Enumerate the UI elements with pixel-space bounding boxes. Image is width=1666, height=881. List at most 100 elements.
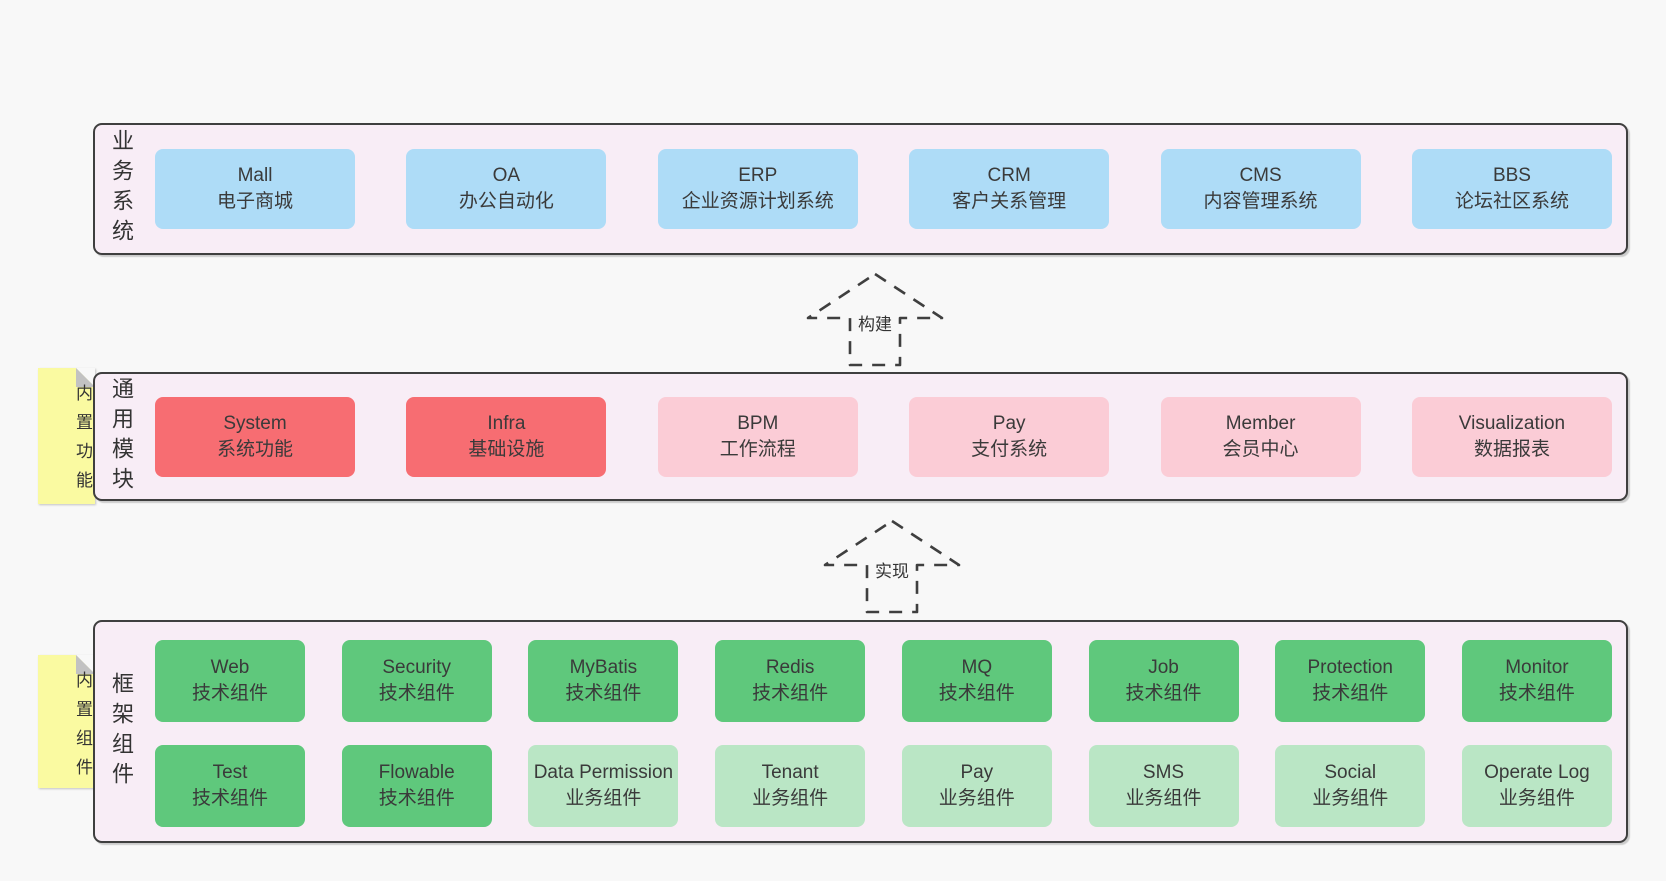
tech-components-row: Web 技术组件 Security 技术组件 MyBatis 技术组件 Redi… <box>155 640 1612 722</box>
box-subtitle: 业务组件 <box>1125 788 1202 809</box>
box-pay-biz: Pay 业务组件 <box>901 745 1052 827</box>
box-title: Infra <box>487 412 526 434</box>
box-title: SMS <box>1142 762 1185 783</box>
box-title: BBS <box>1492 165 1531 186</box>
box-subtitle: 技术组件 <box>378 683 455 704</box>
box-subtitle: 电子商城 <box>216 191 293 212</box>
box-title: BPM <box>737 412 779 434</box>
box-title: Pay <box>992 412 1026 434</box>
build-arrow: 构建 <box>805 271 945 368</box>
box-social: Social 业务组件 <box>1275 745 1426 827</box>
box-title: Tenant <box>761 762 819 783</box>
box-subtitle: 内容管理系统 <box>1203 191 1318 212</box>
box-mq: MQ 技术组件 <box>901 640 1052 722</box>
box-subtitle: 企业资源计划系统 <box>681 191 834 212</box>
up-arrow-icon <box>823 519 961 614</box>
box-subtitle: 会员中心 <box>1222 438 1299 460</box>
box-title: MyBatis <box>569 657 638 678</box>
box-data-permission: Data Permission 业务组件 <box>528 745 679 827</box>
box-title: Social <box>1324 762 1377 783</box>
box-subtitle: 基础设施 <box>468 438 545 460</box>
box-title: Operate Log <box>1484 762 1590 783</box>
box-subtitle: 技术组件 <box>378 788 455 809</box>
box-bbs: BBS 论坛社区系统 <box>1411 149 1612 229</box>
panel-common-modules: 通用模块 System 系统功能 Infra 基础设施 BPM 工作流程 Pay… <box>93 372 1628 501</box>
box-oa: OA 办公自动化 <box>406 149 607 229</box>
box-subtitle: 系统功能 <box>216 438 293 460</box>
box-subtitle: 技术组件 <box>1125 683 1202 704</box>
box-operate-log: Operate Log 业务组件 <box>1461 745 1612 827</box>
box-infra: Infra 基础设施 <box>406 396 607 477</box>
box-subtitle: 技术组件 <box>191 683 268 704</box>
box-member: Member 会员中心 <box>1160 396 1361 477</box>
up-arrow-icon <box>806 272 944 367</box>
box-subtitle: 论坛社区系统 <box>1454 191 1569 212</box>
panel-vertical-label: 业务系统 <box>109 129 134 249</box>
box-title: CMS <box>1239 165 1282 186</box>
box-subtitle: 办公自动化 <box>458 191 554 212</box>
box-subtitle: 支付系统 <box>971 438 1048 460</box>
sticky-note-label: 内置组件 <box>73 671 92 787</box>
arrow-label-implement: 实现 <box>872 557 912 582</box>
box-web: Web 技术组件 <box>155 640 305 722</box>
box-title: Member <box>1225 412 1296 434</box>
box-title: Visualization <box>1458 412 1566 434</box>
box-subtitle: 技术组件 <box>1498 683 1575 704</box>
box-subtitle: 工作流程 <box>719 438 796 460</box>
box-system: System 系统功能 <box>155 396 355 477</box>
box-title: Redis <box>765 657 815 678</box>
box-monitor: Monitor 技术组件 <box>1461 640 1612 722</box>
arrow-label-build: 构建 <box>855 310 895 335</box>
box-bpm: BPM 工作流程 <box>657 396 858 477</box>
implement-arrow: 实现 <box>822 518 962 615</box>
box-subtitle: 业务组件 <box>752 788 829 809</box>
box-subtitle: 业务组件 <box>565 788 642 809</box>
box-subtitle: 技术组件 <box>191 788 268 809</box>
box-visualization: Visualization 数据报表 <box>1411 396 1612 477</box>
box-title: MQ <box>961 657 993 678</box>
box-subtitle: 技术组件 <box>1312 683 1389 704</box>
panel-content: Web 技术组件 Security 技术组件 MyBatis 技术组件 Redi… <box>147 622 1626 841</box>
box-subtitle: 业务组件 <box>1498 788 1575 809</box>
box-subtitle: 业务组件 <box>938 788 1015 809</box>
box-title: Pay <box>960 762 994 783</box>
box-title: Flowable <box>378 762 455 783</box>
sticky-note-label: 内置功能 <box>73 384 92 500</box>
box-cms: CMS 内容管理系统 <box>1160 149 1361 229</box>
panel-content: Mall 电子商城 OA 办公自动化 ERP 企业资源计划系统 CRM 客户关系… <box>147 125 1626 253</box>
box-sms: SMS 业务组件 <box>1088 745 1239 827</box>
sticky-note-built-in-components: 内置组件 <box>38 655 95 788</box>
box-redis: Redis 技术组件 <box>715 640 866 722</box>
box-title: CRM <box>987 165 1031 186</box>
box-subtitle: 客户关系管理 <box>952 191 1067 212</box>
folded-corner-icon <box>76 655 95 674</box>
box-title: Job <box>1148 657 1179 678</box>
box-title: Monitor <box>1505 657 1569 678</box>
sticky-note-built-in-features: 内置功能 <box>38 368 95 504</box>
panel-vertical-label: 框架组件 <box>109 671 134 792</box>
biz-components-row: Test 技术组件 Flowable 技术组件 Data Permission … <box>155 745 1612 827</box>
box-title: Web <box>210 657 250 678</box>
panel-business-systems: 业务系统 Mall 电子商城 OA 办公自动化 ERP 企业资源计划系统 CRM… <box>93 123 1628 255</box>
box-protection: Protection 技术组件 <box>1275 640 1426 722</box>
box-crm: CRM 客户关系管理 <box>909 149 1110 229</box>
box-mybatis: MyBatis 技术组件 <box>528 640 679 722</box>
box-subtitle: 业务组件 <box>1312 788 1389 809</box>
box-subtitle: 技术组件 <box>752 683 829 704</box>
box-subtitle: 技术组件 <box>938 683 1015 704</box>
box-job: Job 技术组件 <box>1088 640 1239 722</box>
box-pay: Pay 支付系统 <box>909 396 1110 477</box>
box-tenant: Tenant 业务组件 <box>715 745 866 827</box>
box-title: System <box>223 412 287 434</box>
box-subtitle: 数据报表 <box>1473 438 1550 460</box>
box-title: Security <box>382 657 452 678</box>
box-subtitle: 技术组件 <box>565 683 642 704</box>
folded-corner-icon <box>76 368 95 387</box>
box-title: Mall <box>237 165 273 186</box>
box-title: ERP <box>738 165 778 186</box>
box-test: Test 技术组件 <box>155 745 305 827</box>
box-security: Security 技术组件 <box>341 640 492 722</box>
box-mall: Mall 电子商城 <box>155 149 355 229</box>
box-title: OA <box>492 165 521 186</box>
box-erp: ERP 企业资源计划系统 <box>657 149 858 229</box>
